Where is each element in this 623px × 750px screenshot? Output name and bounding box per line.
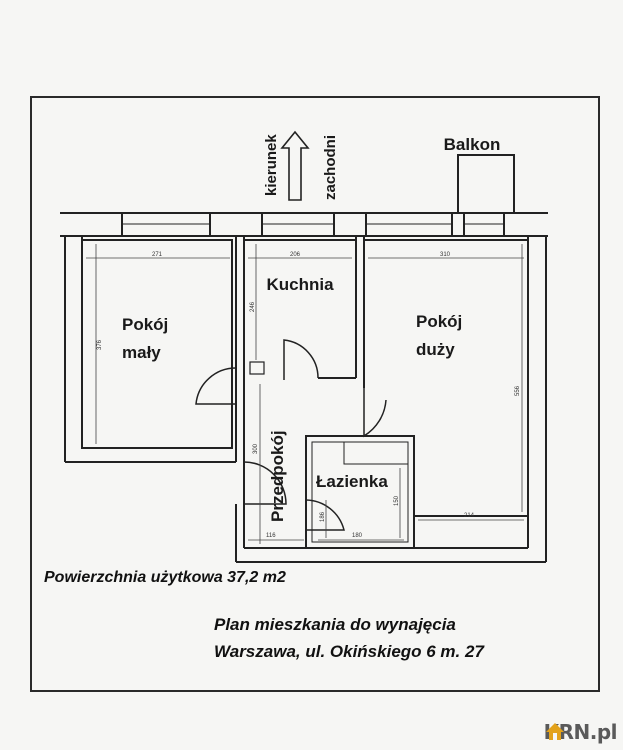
label-pokoj-duzy-2: duży (416, 340, 455, 359)
dim-kuchnia-w: 206 (290, 252, 301, 258)
label-pokoj-maly-1: Pokój (122, 315, 168, 334)
compass-label-1: kierunek (263, 134, 280, 196)
dim-duzy-bottom-w: 214 (464, 513, 475, 519)
house-logo-icon (545, 723, 564, 740)
door-pokoj-maly (195, 367, 237, 405)
area-text: Powierzchnia użytkowa 37,2 m2 (44, 569, 286, 586)
door-entrance (243, 461, 287, 505)
address-text: Warszawa, ul. Okińskiego 6 m. 27 (214, 642, 484, 661)
compass-label-2: zachodni (322, 135, 339, 200)
direction-arrow-icon (280, 130, 310, 201)
label-pokoj-duzy-1: Pokój (416, 312, 462, 331)
room-lazienka (305, 435, 415, 549)
dim-lazienka-w: 180 (352, 533, 363, 539)
label-przedpokoj: Przedpokój (268, 430, 287, 522)
balcony (457, 154, 515, 214)
krn-logo: KRN.pl (544, 720, 618, 744)
room-pokoj-maly (81, 239, 233, 449)
dim-pokoj-maly-h: 376 (97, 339, 103, 350)
plan-frame (30, 96, 600, 692)
label-kuchnia: Kuchnia (266, 275, 334, 294)
door-kuchnia (283, 339, 319, 380)
label-pokoj-maly-2: mały (122, 343, 161, 362)
plan-title: Plan mieszkania do wynajęcia (214, 615, 456, 634)
label-lazienka: Łazienka (316, 472, 388, 491)
label-balkon: Balkon (444, 135, 501, 154)
dim-kuchnia-h: 246 (250, 301, 256, 312)
dim-pokoj-maly-w: 271 (152, 252, 163, 258)
dim-pokoj-duzy-h: 556 (515, 385, 521, 396)
kuchnia-vent (249, 361, 265, 375)
door-pokoj-duzy (363, 388, 387, 438)
dim-przedpokoj-h: 300 (253, 443, 259, 454)
dim-lazienka-door: 186 (320, 511, 326, 522)
dim-pokoj-duzy-w: 310 (440, 252, 451, 258)
dim-lazienka-h: 150 (394, 495, 400, 506)
dim-przedpokoj-w: 116 (266, 533, 276, 539)
door-lazienka (305, 499, 345, 531)
